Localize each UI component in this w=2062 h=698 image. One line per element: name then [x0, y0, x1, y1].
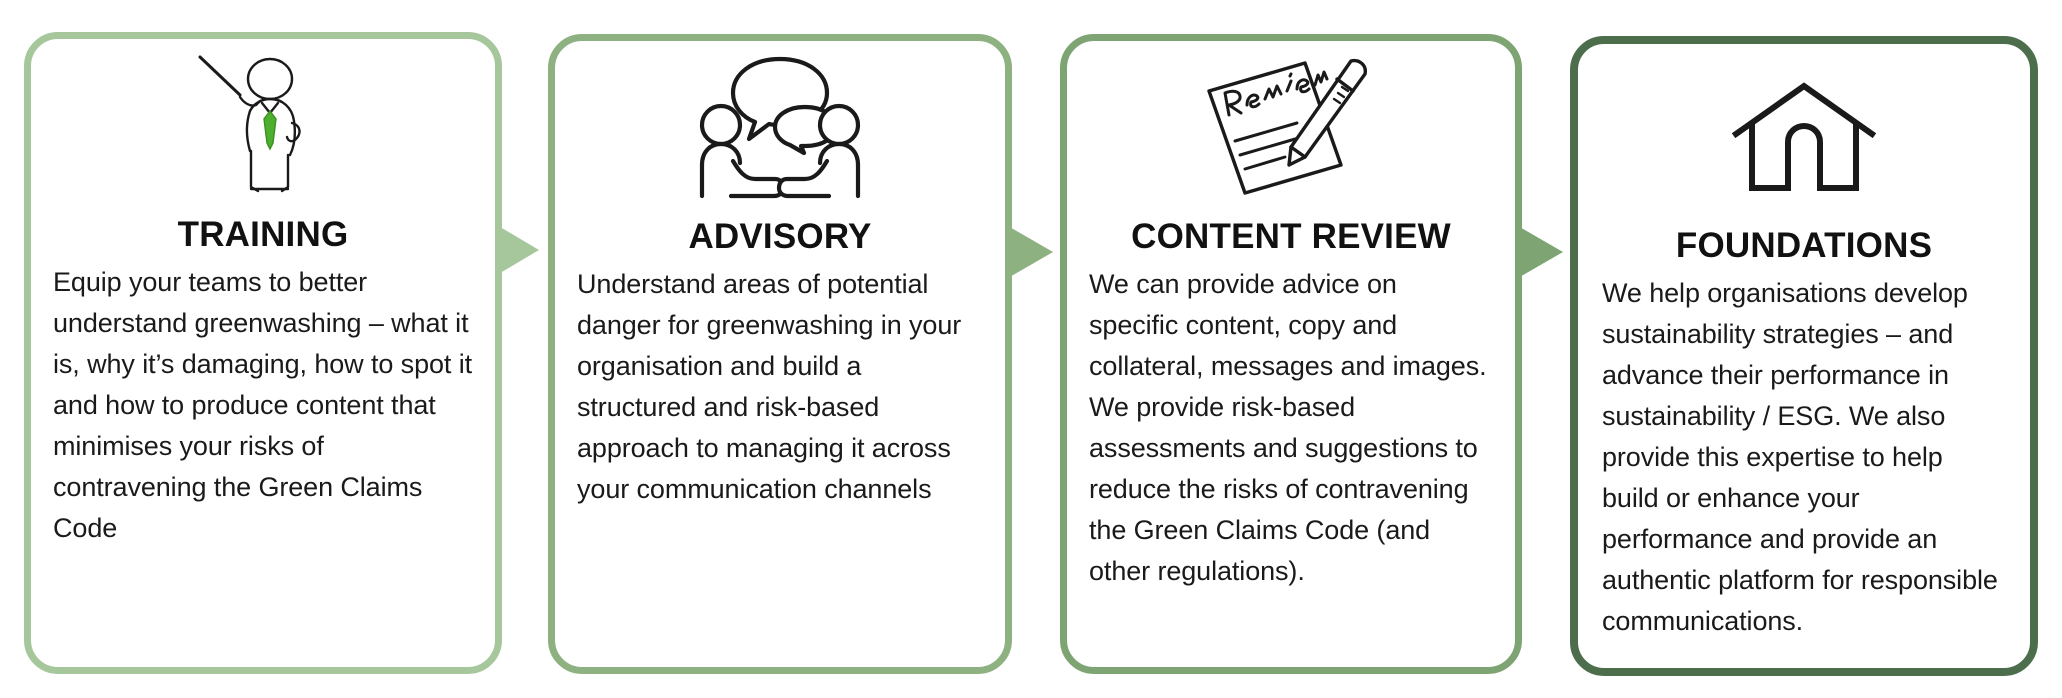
card-title-content-review: CONTENT REVIEW [1131, 217, 1451, 256]
process-step-card-content-review[interactable]: CONTENT REVIEW We can provide advice on … [1060, 34, 1522, 674]
card-body-training: Equip your teams to better understand gr… [53, 266, 473, 543]
process-step-card-foundations[interactable]: FOUNDATIONS We help organisations develo… [1570, 36, 2038, 676]
arrow-training-to-advisory [495, 224, 539, 276]
teacher-pointer-icon [31, 39, 495, 201]
arrow-advisory-to-content-review [1008, 226, 1053, 278]
card-title-advisory: ADVISORY [688, 217, 872, 256]
card-body-advisory: Understand areas of potential danger for… [577, 268, 962, 504]
house-foundation-icon [1578, 44, 2030, 206]
card-title-foundations: FOUNDATIONS [1675, 226, 1933, 265]
process-step-card-advisory[interactable]: ADVISORY Understand areas of potential d… [548, 34, 1012, 674]
card-body-content-review: We can provide advice on specific conten… [1089, 268, 1487, 586]
two-people-conversation-icon [555, 41, 1005, 203]
card-body-foundations: We help organisations develop sustainabi… [1602, 277, 1998, 636]
process-step-card-training[interactable]: TRAINING Equip your teams to better unde… [24, 32, 502, 674]
review-document-pen-icon [1067, 41, 1515, 203]
card-title-training: TRAINING [177, 215, 349, 254]
arrow-content-review-to-foundations [1518, 226, 1563, 278]
